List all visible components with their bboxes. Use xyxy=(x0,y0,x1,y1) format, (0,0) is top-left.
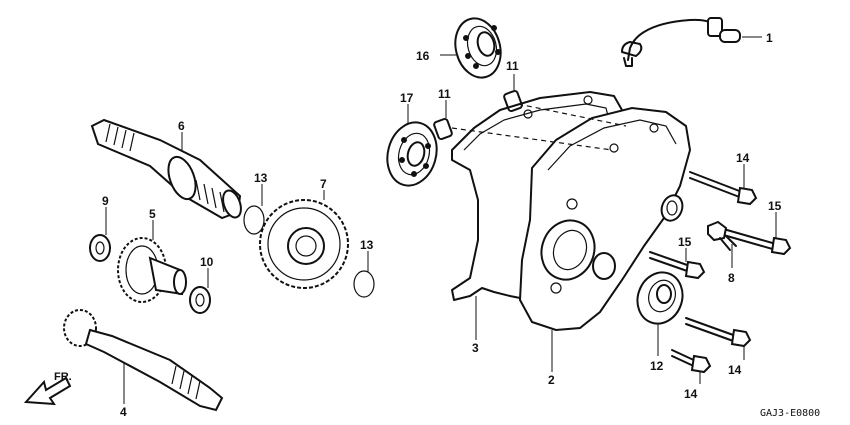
part-16-bearing xyxy=(454,17,502,79)
part-10-washer xyxy=(189,286,211,314)
callout-13-lower: 13 xyxy=(360,238,374,252)
part-12-oil-seal xyxy=(636,271,684,325)
callout-15-upper: 15 xyxy=(768,199,782,213)
part-13-circlip-lower xyxy=(353,270,375,298)
part-9-washer xyxy=(89,234,111,262)
part-15-bolt-upper xyxy=(719,227,792,256)
part-17-bearing xyxy=(386,121,438,187)
callout-14-lower: 14 xyxy=(684,387,698,401)
callout-16: 16 xyxy=(416,49,430,63)
callout-11-lower: 11 xyxy=(438,87,451,101)
callout-15-lower: 15 xyxy=(678,235,692,249)
part-7-final-gear xyxy=(259,199,349,289)
part-14-bolt-middle xyxy=(685,317,752,348)
callout-4: 4 xyxy=(120,405,127,419)
diagram-code: GAJ3-E0800 xyxy=(760,408,820,419)
part-13-circlip-upper xyxy=(243,205,265,235)
callout-10: 10 xyxy=(200,255,214,269)
callout-labels: 1 2 3 4 5 6 7 8 9 10 11 11 12 13 13 14 1… xyxy=(102,31,782,419)
callout-11-upper: 11 xyxy=(506,59,519,73)
callout-17: 17 xyxy=(400,91,414,105)
part-11-dowel-pin-lower xyxy=(433,117,453,141)
callout-5: 5 xyxy=(149,207,156,221)
callout-3: 3 xyxy=(472,341,479,355)
callout-9: 9 xyxy=(102,194,109,208)
front-direction-arrow: FR. xyxy=(23,371,72,406)
part-4-countershaft xyxy=(63,309,224,412)
callout-7: 7 xyxy=(320,177,327,191)
callout-12: 12 xyxy=(650,359,664,373)
callout-14-upper: 14 xyxy=(736,151,750,165)
part-8-drain-bolt xyxy=(707,220,737,251)
part-1-breather-hose xyxy=(621,17,741,67)
front-direction-label: FR. xyxy=(54,371,72,383)
callout-1: 1 xyxy=(766,31,773,45)
callout-8: 8 xyxy=(728,271,735,285)
part-2-transmission-cover xyxy=(518,106,692,332)
part-14-bolt-upper xyxy=(689,171,758,206)
callout-2: 2 xyxy=(548,373,555,387)
part-14-bolt-lower xyxy=(671,349,712,374)
part-15-bolt-lower xyxy=(649,251,706,280)
leader-lines xyxy=(105,36,777,404)
part-6-drive-shaft xyxy=(90,118,242,220)
part-5-countershaft-gear xyxy=(117,237,187,303)
callout-13-upper: 13 xyxy=(254,171,268,185)
part-11-dowel-pin-upper xyxy=(503,89,523,113)
callout-6: 6 xyxy=(178,119,185,133)
callout-14-middle: 14 xyxy=(728,363,742,377)
